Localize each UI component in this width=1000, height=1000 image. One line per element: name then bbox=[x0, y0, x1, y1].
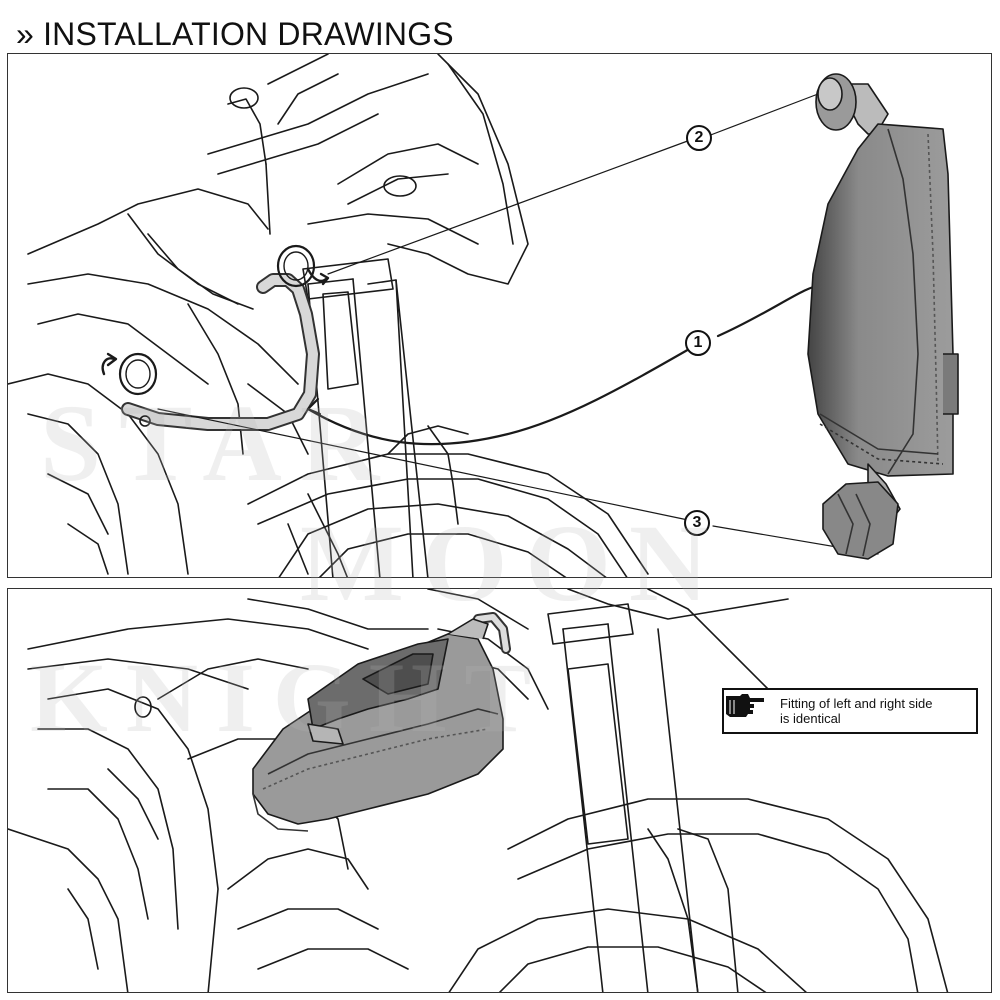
pointing-hand-icon bbox=[726, 694, 764, 717]
identical-sides-note: Fitting of left and right side is identi… bbox=[722, 688, 978, 734]
installation-drawing-top-panel: 2 1 3 bbox=[7, 53, 992, 578]
note-text: Fitting of left and right side is identi… bbox=[780, 696, 976, 726]
callout-1: 1 bbox=[685, 330, 711, 356]
exploded-view-illustration bbox=[8, 54, 959, 577]
note-line-2: is identical bbox=[780, 711, 841, 726]
callout-3: 3 bbox=[684, 510, 710, 536]
note-line-1: Fitting of left and right side bbox=[780, 696, 933, 711]
page-heading: » INSTALLATION DRAWINGS bbox=[16, 16, 454, 52]
callout-2: 2 bbox=[686, 125, 712, 151]
mounted-view-illustration bbox=[8, 589, 949, 992]
installation-drawing-bottom-panel: Fitting of left and right side is identi… bbox=[7, 588, 992, 993]
